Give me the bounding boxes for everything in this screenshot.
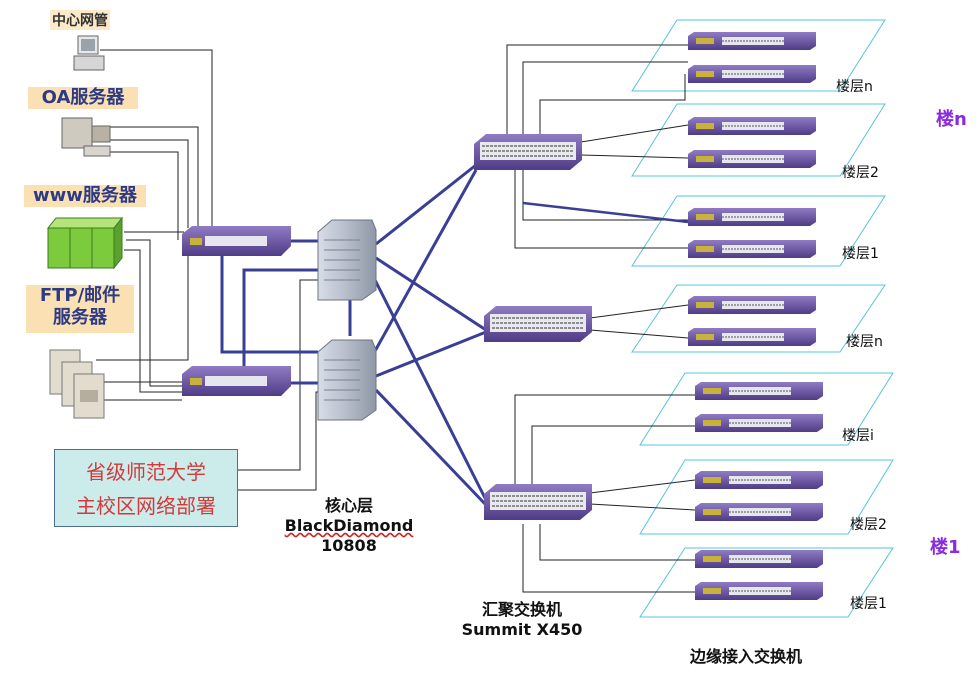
campus-line2: 主校区网络部署	[76, 494, 216, 518]
access-switches	[182, 226, 291, 396]
floor-label: 楼层n	[846, 334, 883, 350]
www-server-label: www服务器	[24, 185, 146, 207]
edge-switches	[687, 31, 824, 601]
server-links	[96, 49, 324, 491]
computer-icon	[73, 35, 105, 71]
trunk-links	[220, 163, 488, 507]
core-label: 核心层 BlackDiamond 10808	[276, 496, 422, 556]
aggregation-label-line2: Summit X450	[461, 620, 583, 639]
ftp-server-label: FTP/邮件 服务器	[26, 285, 134, 333]
campus-box: 省级师范大学 主校区网络部署	[54, 449, 238, 527]
aggregation-label: 汇聚交换机 Summit X450	[452, 600, 592, 640]
core-label-line1: 核心层	[324, 496, 373, 515]
floor-label: 楼层2	[850, 517, 887, 533]
building-n-label: 楼n	[936, 109, 967, 130]
floor-label: 楼层n	[836, 79, 873, 95]
floor-label: 楼层2	[842, 165, 879, 181]
floor-planes	[631, 19, 894, 618]
core-label-line3: 10808	[321, 536, 377, 555]
edge-links	[506, 44, 696, 593]
floor-label: 楼层1	[850, 596, 887, 612]
floor-label: 楼层1	[842, 246, 879, 262]
ftp-server-label-line2: 服务器	[53, 307, 107, 328]
campus-line1: 省级师范大学	[86, 460, 206, 484]
oa-server-icon	[61, 117, 111, 157]
aggregation-label-line1: 汇聚交换机	[481, 600, 562, 619]
nms-label: 中心网管	[50, 10, 110, 30]
aggregation-switches	[473, 133, 593, 521]
oa-server-label: OA服务器	[28, 87, 138, 109]
core-switches	[317, 219, 377, 421]
ftp-server-label-line1: FTP/邮件	[39, 285, 121, 306]
www-server-icon	[46, 216, 124, 270]
building-1-label: 楼1	[930, 537, 961, 558]
edge-access-label: 边缘接入交换机	[690, 647, 803, 666]
ftp-mail-server-icon	[49, 349, 105, 419]
core-label-line2: BlackDiamond	[284, 516, 414, 535]
floor-label: 楼层i	[842, 428, 874, 444]
